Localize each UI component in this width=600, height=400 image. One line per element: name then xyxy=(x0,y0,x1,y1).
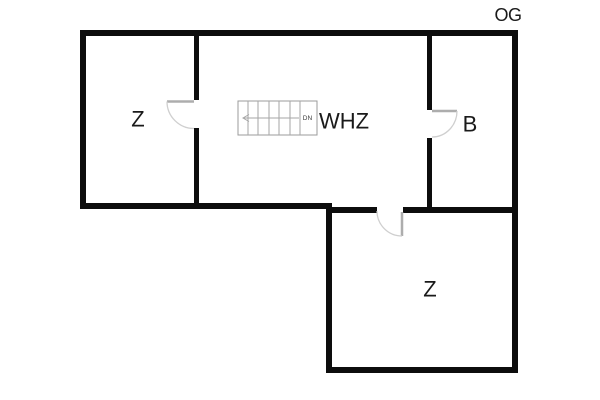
room-label-z2: Z xyxy=(423,277,436,302)
outer-wall-left xyxy=(80,30,86,209)
floor-label: OG xyxy=(494,5,521,25)
door-b-arc xyxy=(431,110,458,138)
wall-whz-b-lower xyxy=(427,138,432,209)
door-b xyxy=(431,109,458,138)
wall-z1-whz-lower xyxy=(194,128,199,205)
stairs-direction-label: DN xyxy=(303,115,313,122)
outer-wall-right xyxy=(512,30,518,373)
stairs-direction-arrow-icon xyxy=(242,114,250,122)
outer-wall-bottom xyxy=(326,367,518,373)
wall-whz-b-upper xyxy=(427,36,432,110)
room-label-b: B xyxy=(463,112,478,137)
room-label-whz: WHZ xyxy=(319,109,369,134)
wall-whz-z2-left-segment xyxy=(332,207,377,213)
door-z2 xyxy=(376,210,404,237)
door-z2-arc xyxy=(376,210,403,237)
outer-wall-top xyxy=(80,30,518,36)
outer-wall-step xyxy=(326,203,332,373)
outer-wall-bottom-left-section xyxy=(80,203,332,209)
door-z1 xyxy=(166,100,195,130)
wall-whz-z2-right-segment xyxy=(403,207,512,213)
door-z1-arc xyxy=(166,101,195,130)
stairs-icon: DN xyxy=(237,100,318,136)
wall-z1-whz-upper xyxy=(194,36,199,100)
room-label-z1: Z xyxy=(131,107,144,132)
